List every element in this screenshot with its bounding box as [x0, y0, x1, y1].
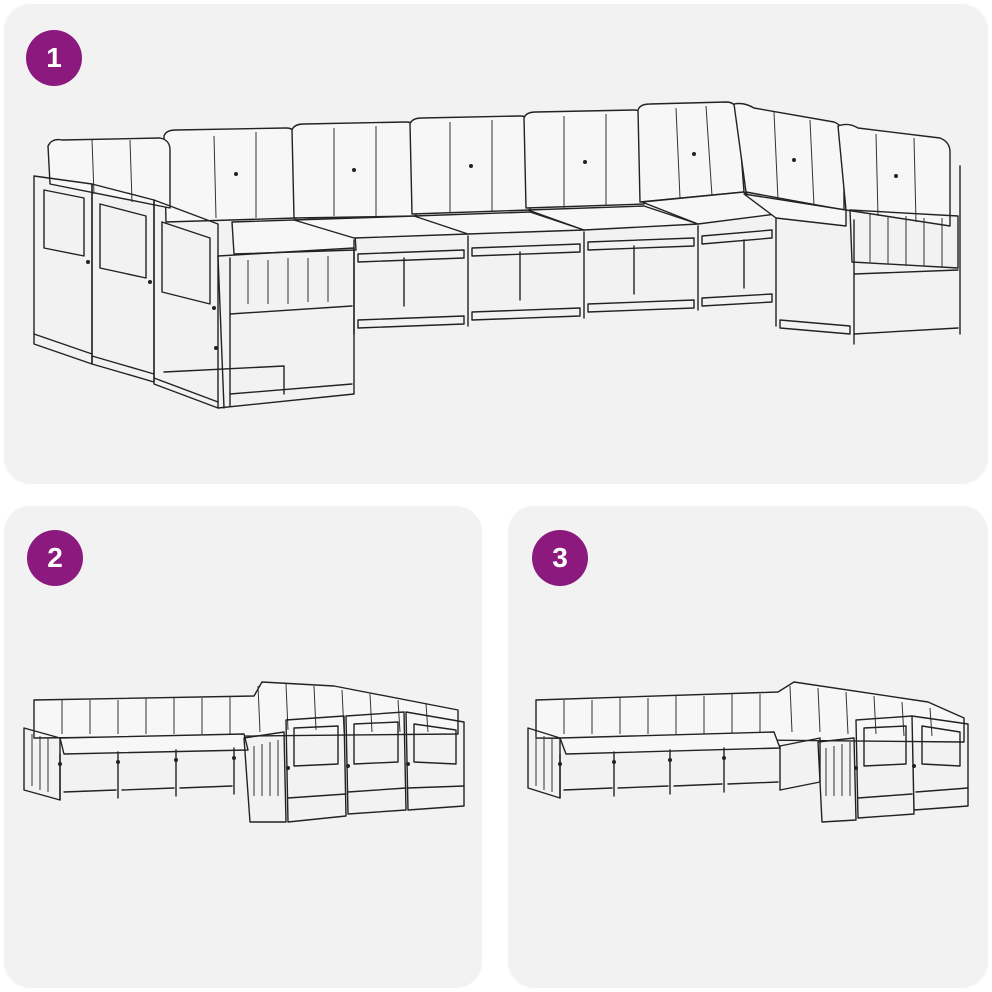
sofa-illustration-config-b [527, 681, 969, 823]
panel-step-1: 1 [4, 4, 988, 484]
sofa-illustration-config-a [23, 681, 465, 823]
step-badge: 3 [532, 530, 588, 586]
sofa-illustration-large [33, 101, 961, 409]
front-corner-chairs [33, 175, 355, 409]
step-badge: 1 [26, 30, 82, 86]
step-badge: 2 [27, 530, 83, 586]
panel-step-2: 2 [4, 506, 482, 988]
seat-cushion-row [231, 191, 847, 255]
back-cushion-row [47, 101, 951, 227]
panel-step-3: 3 [508, 506, 988, 988]
